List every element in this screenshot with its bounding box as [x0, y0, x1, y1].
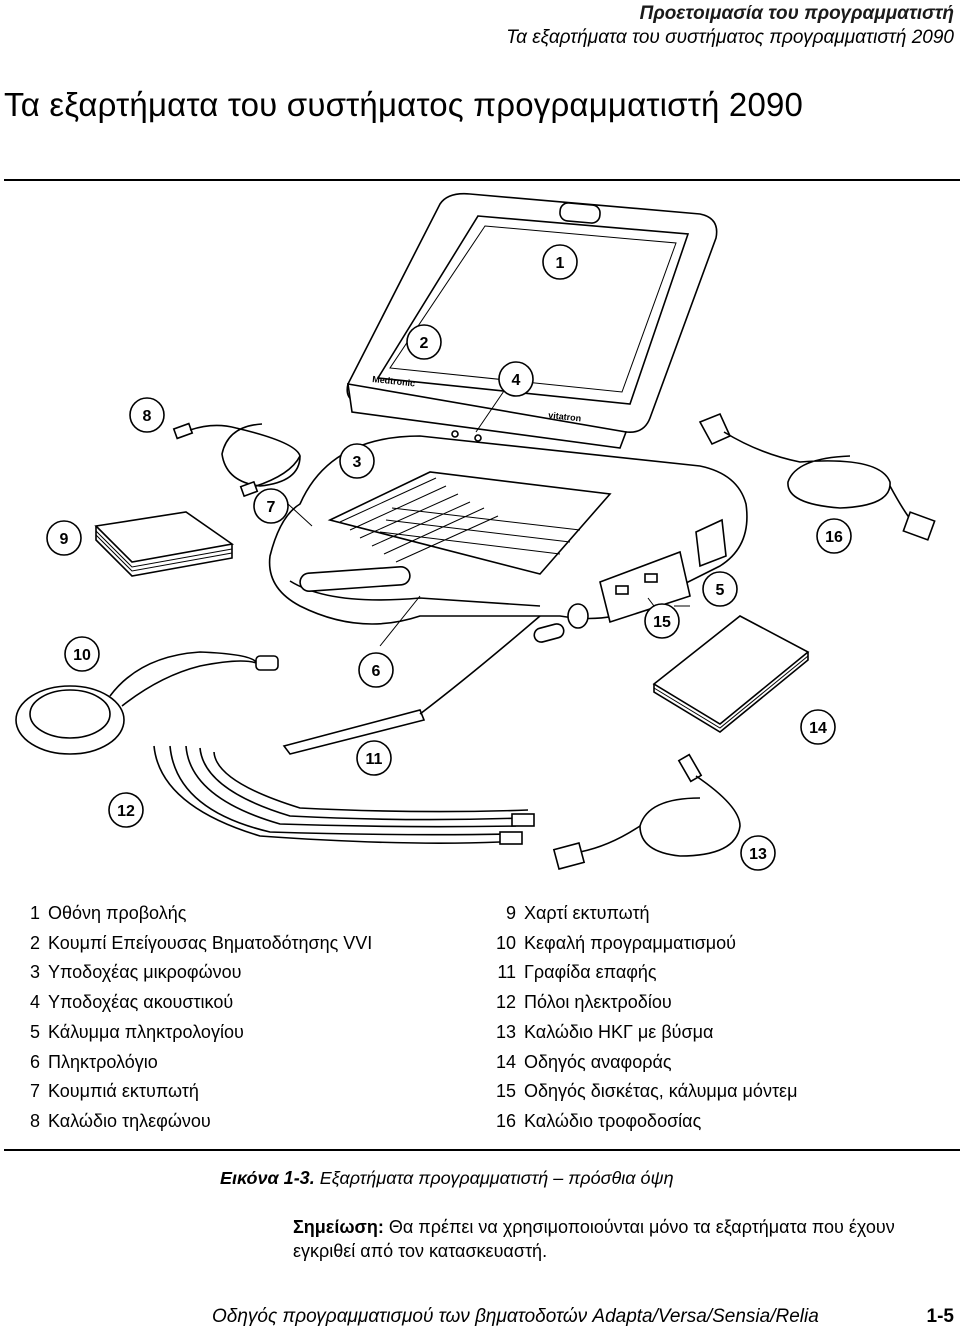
- note-label: Σημείωση:: [293, 1217, 384, 1237]
- callout-14: 14: [800, 709, 836, 745]
- reference-guide-illustration: [652, 615, 810, 733]
- page-title: Τα εξαρτήματα του συστήματος προγραμματι…: [4, 86, 804, 123]
- callout-12: 12: [108, 792, 144, 828]
- note-text: Θα πρέπει να χρησιμοποιούνται μόνο τα εξ…: [293, 1217, 895, 1261]
- callout-8: 8: [129, 397, 165, 433]
- svg-text:7: 7: [267, 499, 276, 516]
- svg-text:2: 2: [420, 335, 429, 352]
- callout-10: 10: [64, 636, 100, 672]
- lid-brand-logo: Medtronic: [372, 374, 416, 388]
- callout-7: 7: [253, 488, 289, 524]
- callout-1: 1: [542, 244, 578, 280]
- running-header-section: Τα εξαρτήματα του συστήματος προγραμματι…: [506, 27, 954, 48]
- figure-caption-label: Εικόνα 1-3.: [220, 1168, 315, 1188]
- note-paragraph: Σημείωση: Θα πρέπει να χρησιμοποιούνται …: [293, 1215, 953, 1263]
- svg-text:16: 16: [825, 529, 843, 546]
- lid-brand-logo-right: vitatron: [548, 410, 582, 423]
- svg-text:5: 5: [716, 582, 725, 599]
- figure-caption: Εικόνα 1-3. Εξαρτήματα προγραμματιστή – …: [220, 1168, 674, 1189]
- ecg-cable-illustration: [552, 753, 741, 871]
- page-number: 1-5: [926, 1306, 954, 1327]
- programmer-base-illustration: [268, 435, 748, 643]
- callout-3: 3: [339, 443, 375, 479]
- title-rule: [4, 179, 960, 181]
- touch-stylus-illustration: [282, 615, 541, 755]
- callout-16: 16: [816, 518, 852, 554]
- electrode-leads-illustration: [153, 745, 535, 845]
- svg-text:13: 13: [749, 846, 767, 863]
- callout-4: 4: [498, 361, 534, 397]
- printer-paper-illustration: [94, 511, 235, 577]
- svg-text:10: 10: [73, 647, 91, 664]
- svg-text:4: 4: [512, 372, 521, 389]
- svg-text:12: 12: [117, 803, 135, 820]
- svg-text:14: 14: [809, 720, 827, 737]
- svg-text:15: 15: [653, 614, 671, 631]
- callout-13: 13: [740, 835, 776, 871]
- callout-15: 15: [644, 603, 680, 639]
- callout-5: 5: [702, 571, 738, 607]
- display-screen-illustration: Medtronic vitatron: [346, 192, 718, 449]
- svg-text:9: 9: [60, 531, 69, 548]
- callout-11: 11: [356, 740, 392, 776]
- callout-9: 9: [46, 520, 82, 556]
- callout-6: 6: [358, 652, 394, 688]
- svg-text:8: 8: [143, 408, 152, 425]
- programmer-components-figure: Medtronic vitatron: [15, 192, 936, 871]
- svg-text:11: 11: [366, 751, 383, 768]
- callout-2: 2: [406, 324, 442, 360]
- svg-text:1: 1: [556, 255, 565, 272]
- caption-rule: [4, 1149, 960, 1151]
- page-footer: Οδηγός προγραμματισμού των βηματοδοτών A…: [212, 1306, 819, 1327]
- figure-caption-text: Εξαρτήματα προγραμματιστή – πρόσθια όψη: [314, 1168, 674, 1188]
- svg-text:3: 3: [353, 454, 362, 471]
- keyboard-keys: [339, 477, 581, 563]
- programming-head-illustration: [15, 651, 279, 755]
- running-header-chapter: Προετοιμασία του προγραμματιστή: [639, 3, 954, 24]
- phone-cable-illustration: [172, 422, 301, 498]
- power-cable-illustration: [698, 412, 936, 541]
- svg-text:6: 6: [372, 663, 381, 680]
